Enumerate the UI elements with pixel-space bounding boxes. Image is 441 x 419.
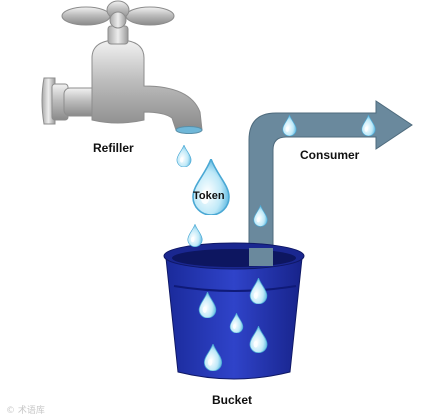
water-drop-icon — [176, 145, 192, 167]
water-drop-icon — [187, 224, 203, 247]
faucet-icon — [41, 0, 203, 134]
token-drop-icon — [191, 159, 231, 215]
bucket-icon — [163, 242, 305, 380]
bucket-label: Bucket — [212, 393, 253, 407]
consumer-pipe-arrow — [248, 100, 413, 267]
token-label: Token — [193, 190, 225, 202]
watermark: © 术语库 — [6, 406, 45, 416]
consumer-label: Consumer — [300, 148, 360, 162]
refiller-label: Refiller — [93, 141, 134, 155]
